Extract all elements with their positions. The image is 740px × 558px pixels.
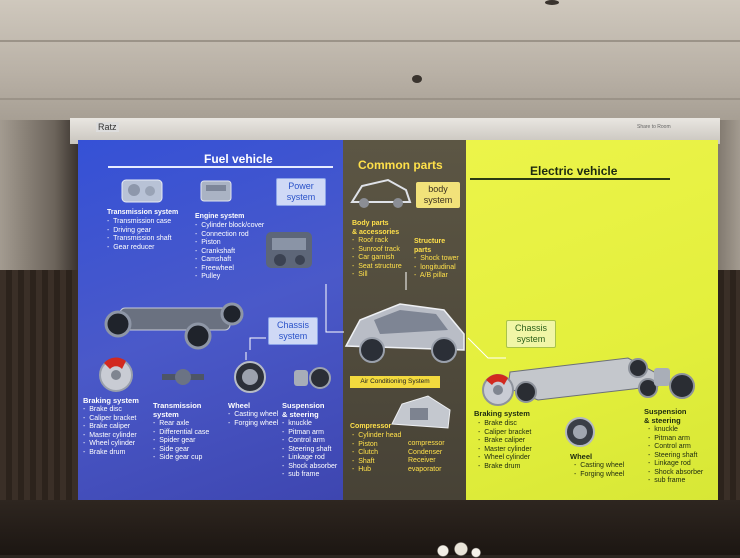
ev-suspension-illustration [654,368,695,399]
fuel-vehicle-title: Fuel vehicle [204,152,273,166]
fuel-transmission-system-2-items: - Rear axle - Differential case - Spider… [153,420,210,461]
compressor-items: - Cylinder head - Piston - Clutch - Shaf… [352,432,402,473]
transmission-system-title: Transmission system [107,209,179,216]
center-car-illustration [344,303,465,363]
fuel-chassis-illustration [104,302,244,350]
engine-system-items: - Cylinder block/cover - Connection rod … [195,222,265,280]
transmission-system-items: - Transmission case - Driving gear - Tra… [107,218,172,251]
structure-parts-title: Structure parts [414,238,446,254]
ceiling [0,0,740,120]
fuel-braking-system-items: - Brake disc - Caliper bracket - Brake c… [83,406,137,456]
power-system-tag: Power system [276,178,326,206]
ev-braking-system-items: - Brake disc - Caliper bracket - Brake c… [478,420,532,470]
fuel-wheel-items: - Casting wheel - Forging wheel [228,411,279,427]
fuel-chassis-system-tag: Chassis system [268,317,318,345]
fuel-brake-disc-illustration [99,357,133,392]
ev-wheel-title: Wheel [570,452,593,461]
connector-lines [245,272,506,360]
audience-area [0,500,740,555]
engine-block-illustration [200,180,232,202]
electric-vehicle-title: Electric vehicle [530,164,618,178]
ev-chassis-system-tag: Chassis system [506,320,556,348]
body-system-tag: body system [416,182,460,208]
ceiling-sprinkler [412,75,422,83]
flower-arrangement [425,540,485,558]
fuel-wheel-title: Wheel [228,401,251,410]
fuel-suspension-items: - knuckle - Pitman arm - Control arm - S… [282,420,338,478]
ac-compressor-illustration [391,395,451,429]
body-parts-items: - Roof rack - Sunroof track - Car garnis… [352,237,402,278]
common-parts-title: Common parts [358,158,443,172]
ceiling-seam [0,98,740,100]
fuel-rear-axle-illustration [162,369,204,385]
ev-braking-system-title: Braking system [474,409,530,418]
projection-screen: Fuel vehicle Common parts Electric vehic… [78,140,718,500]
ceiling-fixture [545,0,559,5]
ev-wheel-illustration [565,417,595,447]
ev-suspension-title: Suspension & steering [644,407,687,425]
body-in-white-illustration [350,178,412,208]
projector-brand: Ratz [96,122,119,132]
projector-screen-housing [70,118,720,144]
ceiling-seam [0,40,740,42]
structure-parts-items: - Shock tower - longitudinal - A/B pilla… [414,255,459,279]
fuel-title-underline [108,166,333,168]
fuel-suspension-title: Suspension & steering [282,401,325,419]
air-conditioning-title: Air Conditioning System [350,376,440,388]
fuel-suspension-illustration [294,367,331,389]
body-parts-title: Body parts & accessories [352,220,400,236]
ev-title-underline [470,178,670,180]
transmission-case-illustration [121,179,163,203]
engine-system-title: Engine system [195,213,245,220]
fuel-braking-system-title: Braking system [83,396,139,405]
ev-brake-disc-illustration [482,374,514,406]
compressor-title: Compressor [350,423,392,430]
engine-illustration [266,232,312,268]
ev-wheel-items: - Casting wheel - Forging wheel [574,462,625,478]
projector-corner-text: Share to Room [637,124,671,130]
ev-suspension-items: - knuckle - Pitman arm - Control arm - S… [648,426,704,484]
fuel-wheel-illustration [234,361,266,393]
ac-components-list: compressor Condenser Receiver evaporator [408,440,445,473]
fuel-transmission-system-2-title: Transmission system [153,401,202,419]
